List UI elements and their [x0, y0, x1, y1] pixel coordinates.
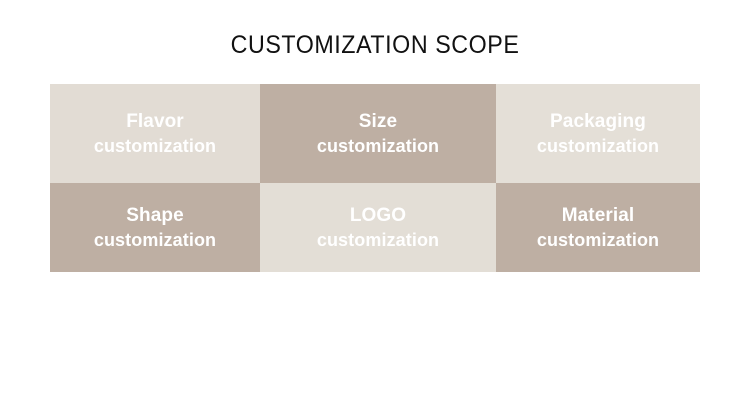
scope-cell-size-line1: Size	[358, 111, 398, 132]
scope-cell-logo-line1: LOGO	[349, 205, 407, 226]
scope-cell-shape-line2: customization	[93, 230, 217, 250]
scope-cell-flavor[interactable]: Flavor customization	[50, 84, 260, 183]
page-title: CUSTOMIZATION SCOPE	[230, 31, 520, 59]
scope-cell-packaging[interactable]: Packaging customization	[496, 84, 700, 183]
scope-cell-size[interactable]: Size customization	[260, 84, 496, 183]
scope-cell-material-line1: Material	[561, 205, 635, 226]
scope-cell-flavor-line1: Flavor	[126, 111, 184, 132]
scope-cell-material[interactable]: Material customization	[496, 183, 700, 272]
scope-cell-flavor-line2: customization	[93, 136, 217, 156]
scope-cell-size-line2: customization	[316, 136, 440, 156]
scope-cell-logo[interactable]: LOGO customization	[260, 183, 496, 272]
scope-cell-material-line2: customization	[536, 230, 660, 250]
scope-cell-packaging-line1: Packaging	[550, 111, 646, 132]
scope-cell-shape-line1: Shape	[126, 205, 184, 226]
scope-cell-shape[interactable]: Shape customization	[50, 183, 260, 272]
scope-cell-packaging-line2: customization	[536, 136, 660, 156]
scope-grid: Flavor customization Size customization …	[50, 84, 700, 272]
scope-cell-logo-line2: customization	[316, 230, 440, 250]
